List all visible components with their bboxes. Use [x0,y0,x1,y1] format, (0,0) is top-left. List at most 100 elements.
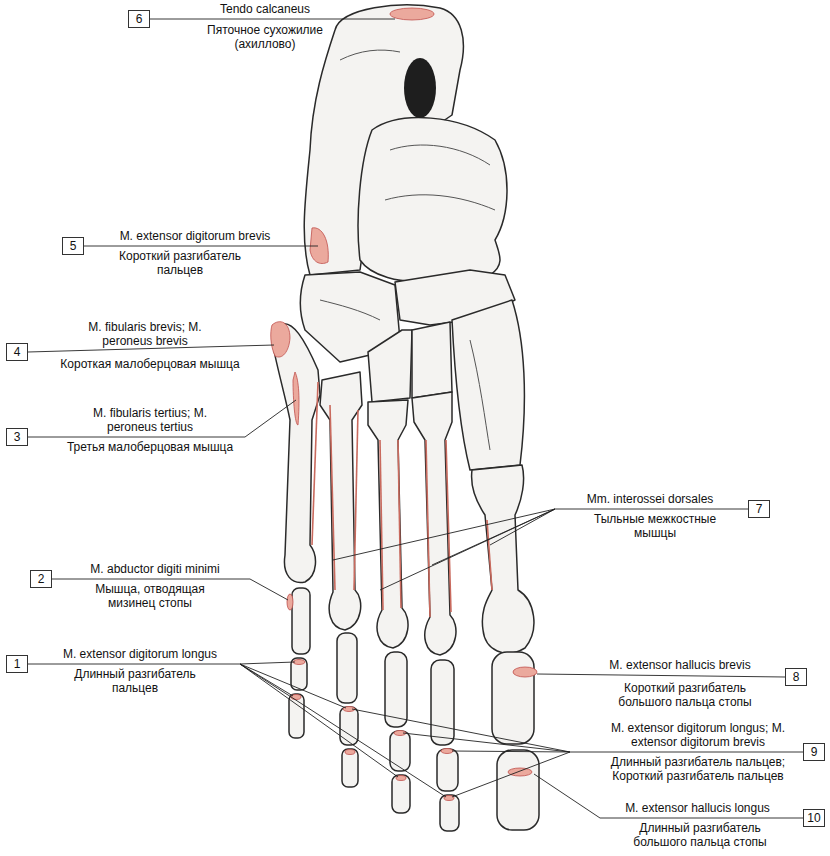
part-label: Третья малоберцовая мышца [50,440,250,454]
part-label: Mm. interossei dorsales [560,492,740,506]
bone [431,660,454,745]
part-label: Tendo calcaneus [190,2,340,16]
leader-line [240,664,446,797]
callout-number: 4 [14,345,21,359]
callout-box: 8 [785,668,807,686]
callout-number: 7 [756,502,763,516]
bone [272,5,539,831]
bone [368,400,408,648]
bone-shadow [404,58,436,118]
bone [292,588,310,654]
bone [492,652,534,744]
bone [337,633,357,703]
bone [342,749,358,787]
callout-box: 7 [748,500,770,518]
bone [437,749,458,791]
bone-detail [470,340,490,450]
bone [440,795,459,831]
callout-box: 5 [62,237,84,255]
part-label: Короткий разгибатель пальцев [110,249,250,277]
interosseous-muscle [354,410,358,590]
callout-box: 6 [128,10,150,28]
leader-line [452,751,570,752]
bone-detail [320,50,495,450]
bone [412,322,452,398]
part-label: M. fibularis tertius; M. peroneus tertiu… [80,406,220,434]
leader-line [452,752,570,797]
interosseous-muscle [426,440,430,617]
part-label: Мышца, отводящая мизинец стопы [80,582,220,610]
interosseous-muscle [380,440,383,610]
callout-number: 9 [811,745,818,759]
callout-number: 1 [14,657,21,671]
part-label: M. extensor digitorum brevis [95,229,295,243]
bone [368,330,412,402]
interosseous-muscle [330,405,335,590]
bone [358,118,507,282]
leader-line [380,509,555,590]
interosseous-muscle [312,382,492,617]
muscle-attachment [271,8,537,801]
callout-number: 10 [807,811,820,825]
bone-detail [340,50,400,60]
leader-line [555,509,748,510]
bone-detail [320,300,380,320]
leader-line [490,509,555,545]
bone-detail [390,145,490,165]
interosseous-muscle [446,440,451,612]
callout-box: 3 [6,428,28,446]
callout-box: 2 [30,570,52,588]
leader-line [84,246,318,247]
muscle-attachment [390,8,434,20]
part-label: M. fibularis brevis; M. peroneus brevis [80,320,210,348]
leader-line [150,19,395,20]
muscle-attachment [287,594,293,610]
part-label: Тыльные межкостные мышцы [580,512,730,540]
bone [392,775,410,813]
bone [291,658,307,690]
callout-number: 5 [70,239,77,253]
callout-number: 2 [38,572,45,586]
leader-line [240,662,295,664]
callout-box: 1 [6,655,28,673]
part-label: M. extensor digitorum longus; M. extenso… [598,721,798,749]
leader-line [240,664,398,777]
muscle-attachment [513,667,537,677]
muscle-attachment [345,750,355,755]
callout-number: 3 [14,430,21,444]
interosseous-muscle [398,440,401,608]
part-label: Длинный разгибатель пальцев; Короткий ра… [598,755,798,783]
callout-box: 9 [803,743,825,761]
part-label: Длинный разгибатель пальцев [60,667,210,695]
part-label: Пяточное сухожилие (ахиллово) [190,23,340,51]
part-label: Короткий разгибатель большого пальца сто… [600,681,770,709]
interosseous-muscle [312,382,318,545]
bone [320,372,362,630]
muscle-attachment [508,768,532,776]
interosseous-muscle [487,520,492,590]
leader-line [28,19,803,818]
leader-line [352,709,570,752]
part-label: M. extensor hallucis longus [600,801,795,815]
part-label: M. extensor hallucis brevis [585,658,775,672]
callout-number: 8 [793,670,800,684]
bone [452,300,524,470]
part-label: M. extensor digitorum longus [40,647,240,661]
bone [272,324,320,583]
leader-line [537,674,785,677]
bone-detail [385,195,495,210]
part-label: Короткая малоберцовая мышца [40,357,260,371]
leader-line [570,752,803,753]
callout-box: 4 [6,343,28,361]
part-label: M. abductor digiti minimi [70,562,240,576]
bone [472,465,534,653]
muscle-attachment [441,749,453,754]
callout-number: 6 [136,12,143,26]
part-label: Длинный разгибатель большого пальца стоп… [620,821,780,849]
muscle-attachment [293,372,299,425]
leader-line [28,400,296,437]
bone [340,707,358,745]
muscle-attachment [271,322,290,357]
leader-line [28,664,240,665]
leader-line [333,509,555,560]
